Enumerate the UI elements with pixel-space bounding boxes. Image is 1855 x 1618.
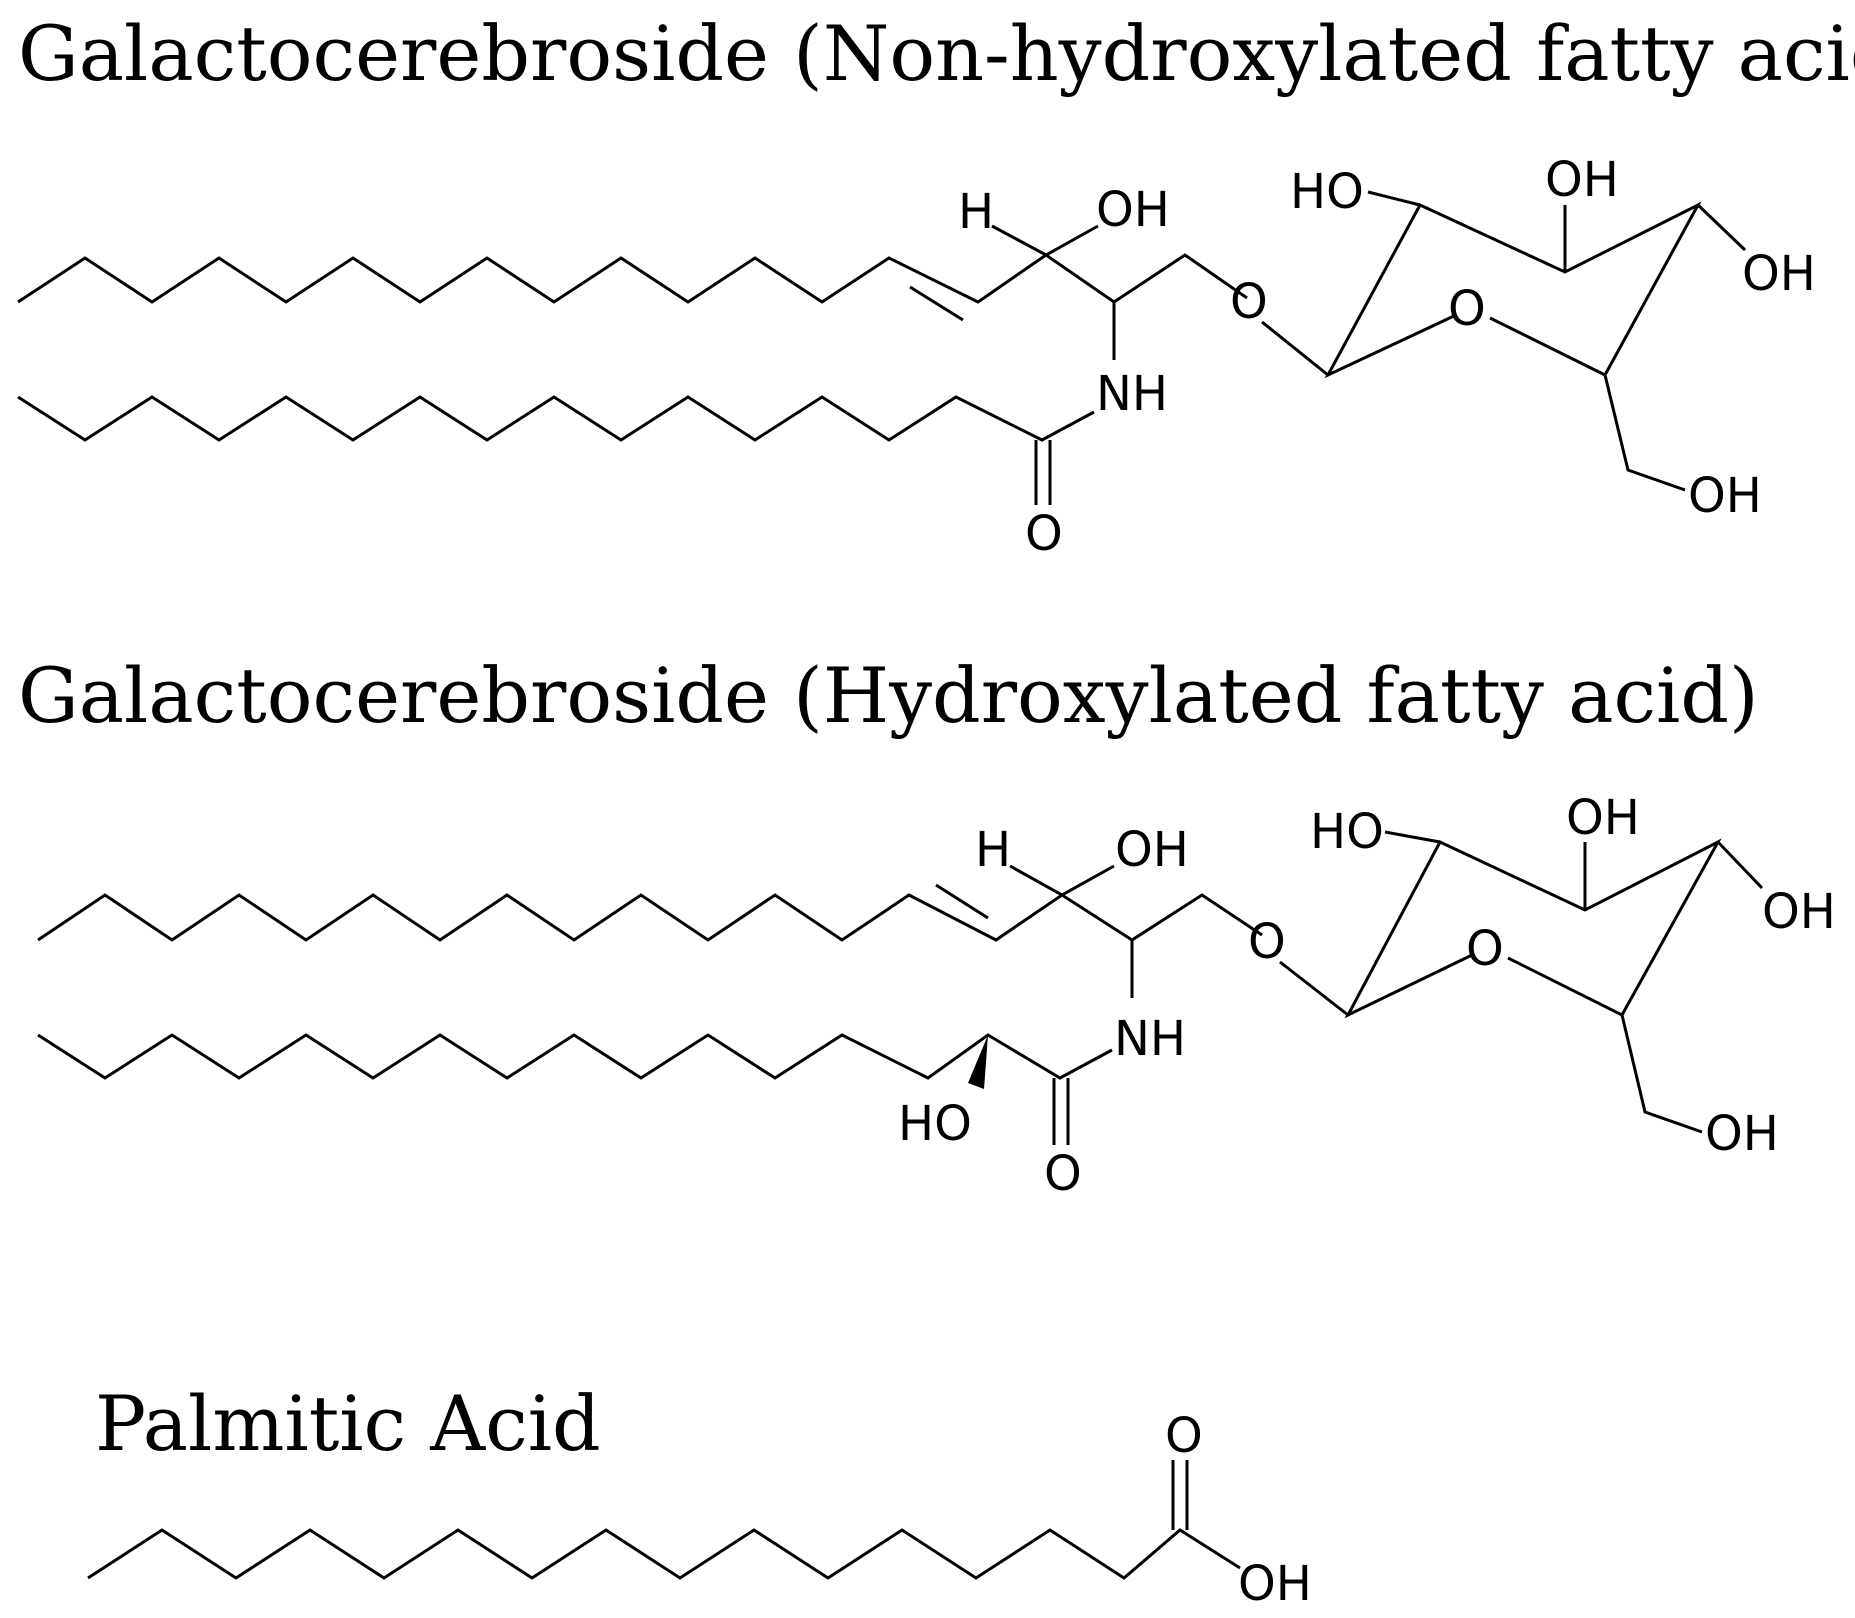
glycosidic-o-label-2: O: [1248, 914, 1286, 970]
fatty-acid-chain-2: [37, 1033, 1113, 1080]
sphingosine-chain-1: [17, 253, 1248, 304]
oh-label-1c: OH: [1742, 246, 1816, 302]
ho-bond-2b: [1384, 830, 1441, 844]
glycosidic-bond-2: [1279, 960, 1349, 1017]
glycosidic-o-label-1: O: [1230, 274, 1268, 330]
oh-label-1d: OH: [1688, 468, 1762, 524]
carboxyl-oh-label: OH: [1238, 1556, 1312, 1612]
oh-label-2b: OH: [1566, 790, 1640, 846]
nh-label-1: NH: [1096, 366, 1168, 422]
ho-bond-1: [1367, 190, 1421, 207]
oh-label-2c: OH: [1762, 884, 1836, 940]
trans-double-bond-1: [909, 285, 964, 322]
h-label-2: H: [975, 822, 1011, 878]
stereo-wedge-2: [968, 1035, 988, 1089]
palmitic-chain: [87, 1528, 1241, 1580]
ring-o-label-2: O: [1466, 921, 1504, 977]
structure-palmitic-acid: O OH: [87, 1408, 1312, 1612]
oh-label-2d: OH: [1705, 1106, 1779, 1162]
oh-bond-2: [1061, 864, 1115, 897]
oh-label-1: OH: [1096, 182, 1170, 238]
title-palmitic-acid: Palmitic Acid: [95, 1379, 601, 1468]
oh-label-2: OH: [1115, 822, 1189, 878]
fatty-acid-chain-1: [17, 395, 1095, 442]
oh-bond-1c: [1696, 203, 1747, 252]
h-bond-1: [991, 224, 1047, 257]
ch2oh-bond-1: [1603, 374, 1686, 492]
ho-label-1: HO: [1290, 164, 1364, 220]
structure-hydroxylated: H OH NH HO O O O HO OH OH OH: [37, 790, 1836, 1202]
oh-bond-1: [1045, 224, 1099, 257]
carbonyl-o-label-2: O: [1044, 1146, 1082, 1202]
ho-label-2b: HO: [1310, 804, 1384, 860]
galactose-ring-1: [1324, 201, 1702, 379]
ch2oh-bond-2: [1620, 1014, 1703, 1134]
trans-double-bond-2: [935, 883, 989, 920]
ring-o-label-1: O: [1448, 281, 1486, 337]
oh-label-1b: OH: [1545, 152, 1619, 208]
galactose-ring-2: [1344, 838, 1722, 1019]
h-bond-2: [1009, 864, 1063, 897]
carboxyl-o-label: O: [1165, 1408, 1203, 1464]
h-label-1: H: [958, 184, 994, 240]
glycosidic-bond-1: [1261, 320, 1329, 377]
title-nonhydroxylated: Galactocerebroside (Non-hydroxylated fat…: [18, 9, 1855, 98]
sphingosine-chain-2: [37, 893, 1263, 942]
structure-nonhydroxylated: H OH NH O O O HO OH OH OH: [17, 152, 1816, 562]
carbonyl-o-label-1: O: [1025, 506, 1063, 562]
nh-label-2: NH: [1114, 1011, 1186, 1067]
oh-bond-2c: [1716, 840, 1764, 890]
title-hydroxylated: Galactocerebroside (Hydroxylated fatty a…: [18, 651, 1759, 740]
ho-label-2a: HO: [898, 1096, 972, 1152]
